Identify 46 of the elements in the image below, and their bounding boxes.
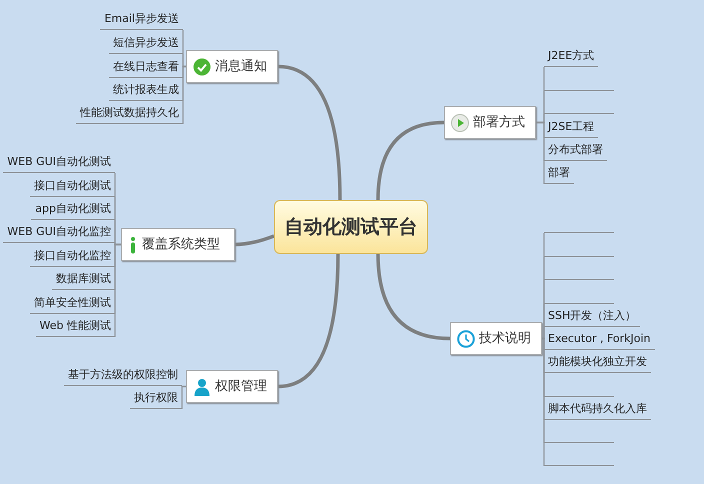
subtopic-label: 部署 (544, 164, 574, 184)
subtopic-label: app自动化测试 (31, 200, 115, 220)
connector-line (536, 122, 545, 184)
connector-line (542, 338, 545, 466)
topic-label: 部署方式 (473, 114, 525, 132)
branch-connector (376, 120, 444, 200)
topic-box (444, 106, 536, 139)
topic-label: 覆盖系统类型 (142, 236, 220, 254)
topic-box (186, 50, 278, 83)
topic-label: 消息通知 (215, 58, 267, 76)
subtopic-label: SSH开发（注入） (544, 307, 640, 327)
branch-connector (278, 254, 340, 388)
subtopic-label: Email异步发送 (100, 10, 183, 30)
subtopic-label: 性能测试数据持久化 (76, 104, 183, 124)
connector-line (114, 244, 121, 337)
topic-box (450, 322, 542, 355)
subtopic-label: 简单安全性测试 (30, 294, 115, 314)
subtopic-label: 在线日志查看 (109, 58, 183, 78)
branch-connector (278, 64, 342, 200)
connector-line (542, 327, 545, 340)
connector-line (182, 54, 186, 68)
subtopic-label: 接口自动化测试 (30, 177, 115, 197)
subtopic-label: J2SE工程 (544, 118, 598, 138)
subtopic-label: 统计报表生成 (109, 81, 183, 101)
topic-label: 权限管理 (215, 378, 267, 396)
subtopic-label: 功能模块化独立开发 (544, 353, 651, 373)
subtopic-label: 执行权限 (130, 389, 182, 409)
connector-line (181, 386, 186, 409)
subtopic-label: 接口自动化监控 (30, 247, 115, 267)
central-topic: 自动化测试平台 (274, 200, 428, 254)
branch-connector (234, 234, 275, 246)
topic-label: 技术说明 (479, 330, 531, 348)
branch-connector (376, 254, 450, 340)
subtopic-label: 数据库测试 (52, 270, 115, 290)
subtopic-label: WEB GUI自动化测试 (3, 153, 115, 173)
subtopic-label: 基于方法级的权限控制 (64, 366, 182, 386)
subtopic-label: WEB GUI自动化监控 (3, 223, 115, 243)
subtopic-label: 脚本代码持久化入库 (544, 400, 651, 420)
subtopic-label: Web 性能测试 (36, 317, 115, 337)
subtopic-label: J2EE方式 (544, 47, 598, 67)
subtopic-label: Executor , ForkJoin (544, 330, 655, 350)
topic-box (186, 370, 278, 403)
topic-box (121, 228, 235, 261)
subtopic-label: 分布式部署 (544, 141, 607, 161)
subtopic-label: 短信异步发送 (109, 34, 183, 54)
connector-line (182, 66, 186, 124)
